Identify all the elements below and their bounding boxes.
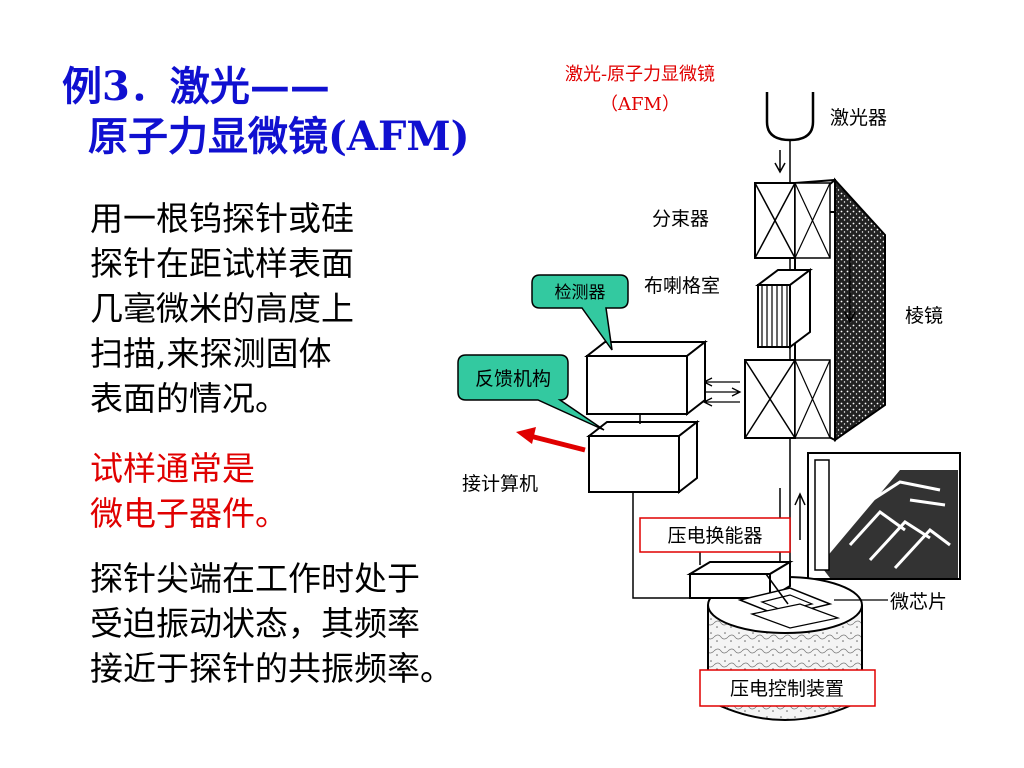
description-line: 探针在距试样表面: [90, 244, 354, 283]
description-line: 几毫微米的高度上: [90, 289, 354, 328]
description-line: 扫描,来探测固体: [90, 334, 332, 373]
feedback-box: [586, 419, 700, 495]
callout-feedback-text: 反馈机构: [475, 368, 551, 390]
callout-detector-text: 检测器: [555, 283, 606, 303]
probe-note-line: 受迫振动状态，其频率: [90, 604, 420, 643]
transducer-label-box: [639, 517, 791, 553]
label-prism: 棱镜: [905, 305, 943, 327]
label-computer: 接计算机: [462, 473, 538, 495]
prism-side: [834, 177, 886, 442]
diagram-heading: 激光-原子力显微镜: [565, 64, 715, 85]
label-control: 压电控制装置: [730, 678, 844, 700]
probe-note-line: 探针尖端在工作时处于: [90, 559, 420, 598]
label-splitter: 分束器: [652, 208, 709, 230]
probe-note-line: 接近于探针的共振频率。: [90, 649, 453, 688]
laser-shape: [765, 92, 815, 142]
description-line: 表面的情况。: [90, 379, 288, 418]
label-chip: 微芯片: [890, 591, 947, 613]
detector-box: [584, 339, 708, 417]
slide-title: 例3．激光—— 原子力显微镜(AFM): [62, 62, 470, 162]
description-paragraph: 用一根钨探针或硅 探针在距试样表面 几毫微米的高度上 扫描,来探测固体 表面的情…: [90, 196, 354, 421]
probe-note: 探针尖端在工作时处于 受迫振动状态，其频率 接近于探针的共振频率。: [90, 556, 453, 691]
prism-arrow-icon: [844, 250, 856, 324]
label-laser: 激光器: [830, 107, 887, 129]
title-line-2: 原子力显微镜(AFM): [88, 113, 470, 160]
probe-assembly: [686, 560, 841, 629]
beam-splitter: [754, 178, 836, 259]
beam-arrow-icon: [774, 150, 786, 174]
sample-note: 试样通常是 微电子器件。: [90, 446, 288, 536]
feedback-wire: [632, 492, 690, 599]
computer-arrow-icon: [529, 433, 586, 453]
label-bragg: 布喇格室: [644, 275, 720, 297]
label-transducer: 压电换能器: [667, 525, 762, 547]
computer-arrowhead: [516, 427, 536, 444]
diagram-heading-abbr: （AFM）: [600, 94, 680, 115]
feedback-callout: 反馈机构: [457, 354, 605, 431]
microchip-inset: [807, 452, 961, 580]
control-label-box: [699, 669, 876, 707]
sample-note-line: 试样通常是: [90, 449, 255, 488]
description-line: 用一根钨探针或硅: [90, 199, 354, 238]
title-line-1: 例3．激光——: [62, 63, 330, 110]
detector-callout: 检测器: [531, 274, 629, 351]
sample-note-line: 微电子器件。: [90, 494, 288, 533]
signal-arrows-icon: [702, 377, 742, 407]
bragg-cell: [755, 268, 813, 349]
lower-mirror: [744, 359, 831, 439]
upward-arrow-icon: [794, 492, 806, 540]
